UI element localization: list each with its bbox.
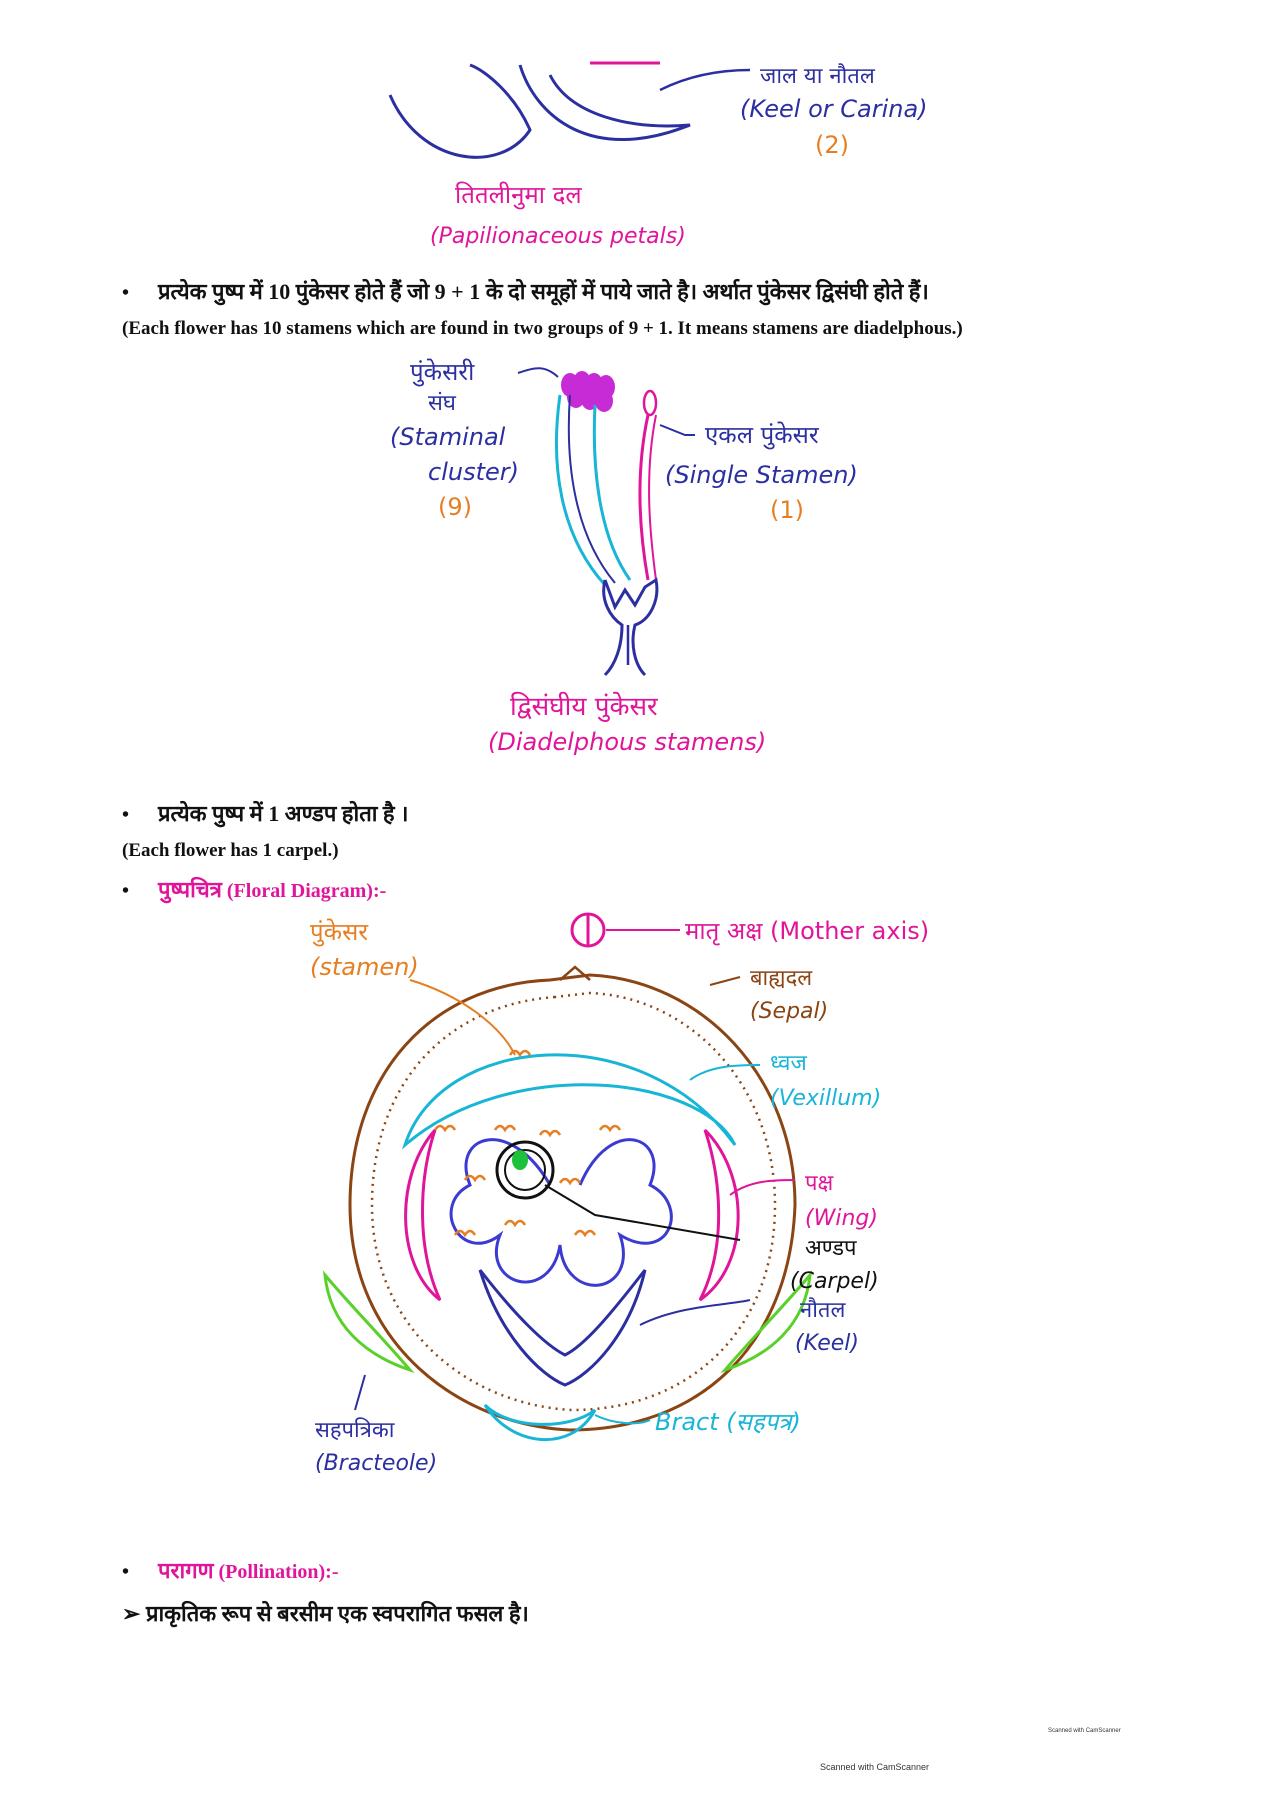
bullet-dot: • <box>122 880 130 902</box>
stamens <box>433 1049 622 1238</box>
wing-label-hi: पक्ष <box>805 1171 834 1196</box>
sepal-label-en: (Sepal) <box>750 999 828 1024</box>
bullet-dot: • <box>122 1561 130 1583</box>
floral-diagram-heading: •पुष्पचित्र (Floral Diagram):- <box>122 877 387 902</box>
keel-count: (2) <box>815 131 849 159</box>
bract <box>483 1403 597 1442</box>
keel-label-hi: नौतल <box>800 1297 846 1323</box>
sepal-label-hi: बाह्यदल <box>750 966 813 991</box>
diadelphous-caption-hi: द्विसंघीय पुंकेसर <box>510 691 659 722</box>
staminal-cluster-count: (9) <box>438 493 472 521</box>
arrow-bullet: ➢ <box>122 1601 141 1626</box>
staminal-cluster-hi-2: संघ <box>428 391 457 416</box>
mother-axis-label: मातृ अक्ष (Mother axis) <box>685 917 929 946</box>
camscanner-watermark: Scanned with CamScanner <box>820 1762 930 1772</box>
bullet-stamens-hi: •प्रत्येक पुष्प में 10 पुंकेसर होते हैं … <box>122 279 929 304</box>
bract-label: Bract (सहपत्र) <box>655 1408 801 1436</box>
diadelphous-stamens-figure: पुंकेसरी संघ (Staminal cluster) (9) एकल … <box>390 358 858 756</box>
wing-petal-left <box>404 1129 442 1302</box>
stamen-label-en: (stamen) <box>310 953 419 981</box>
keel-petal-left <box>388 63 532 159</box>
calyx-base <box>602 577 659 677</box>
single-stamen-count: (1) <box>770 496 804 524</box>
calyx-ring <box>348 965 797 1432</box>
keel-petals <box>478 1269 647 1387</box>
keel-label-hi: जाल या नौतल <box>760 63 876 89</box>
keel-label-en: (Keel) <box>795 1331 859 1356</box>
bullet-stamens-en: (Each flower has 10 stamens which are fo… <box>122 318 963 339</box>
floral-diagram: मातृ अक्ष (Mother axis) <box>310 912 929 1476</box>
camscanner-watermark-small: Scanned with CamScanner <box>1048 1728 1121 1734</box>
keel-petal-right <box>518 64 691 142</box>
bullet-carpel-en: (Each flower has 1 carpel.) <box>122 840 339 861</box>
carpel-label-hi: अण्डप <box>805 1236 857 1261</box>
bracteole-label-hi: सहपत्रिका <box>315 1417 395 1443</box>
wing-label-en: (Wing) <box>805 1206 878 1231</box>
bullet-dot: • <box>122 282 130 304</box>
papilionaceous-caption-en: (Papilionaceous petals) <box>430 224 686 249</box>
pollination-heading: •परागण (Pollination):- <box>122 1558 339 1583</box>
vexillum-label-hi: ध्वज <box>770 1051 808 1076</box>
papilionaceous-caption-hi: तितलीनुमा दल <box>455 181 582 210</box>
bullet-dot: • <box>122 804 130 826</box>
carpel-outer <box>495 1140 555 1200</box>
ovule <box>512 1150 528 1170</box>
single-stamen-en: (Single Stamen) <box>665 461 858 489</box>
vexillum-petal <box>401 1053 737 1150</box>
bracteole-right <box>720 1270 812 1374</box>
bullet-carpel-hi: •प्रत्येक पुष्प में 1 अण्डप होता है । <box>122 801 409 826</box>
stamen-label-hi: पुंकेसर <box>310 918 369 947</box>
bracteole-left <box>323 1270 415 1374</box>
wing-petal-right <box>698 1128 740 1302</box>
staminal-cluster-en-2: cluster) <box>428 458 519 486</box>
staminal-cluster-hi-1: पुंकेसरी <box>410 358 475 387</box>
keel-label-en: (Keel or Carina) <box>740 95 928 123</box>
carpel-label-en: (Carpel) <box>790 1269 879 1294</box>
staminal-cluster-en-1: (Staminal <box>390 423 506 451</box>
self-pollinated-statement: ➢ प्राकृतिक रूप से बरसीम एक स्वपरागित फस… <box>122 1601 529 1626</box>
diadelphous-caption-en: (Diadelphous stamens) <box>488 728 766 756</box>
vexillum-label-en: (Vexillum) <box>770 1086 881 1111</box>
bracteole-label-en: (Bracteole) <box>315 1451 437 1476</box>
carpel-inner <box>504 1149 546 1191</box>
keel-petals-figure: जाल या नौतल (Keel or Carina) (2) तितलीनु… <box>388 61 928 249</box>
inner-petals <box>449 1138 673 1287</box>
anther-cluster <box>561 371 615 412</box>
single-stamen-hi: एकल पुंकेसर <box>705 421 820 450</box>
